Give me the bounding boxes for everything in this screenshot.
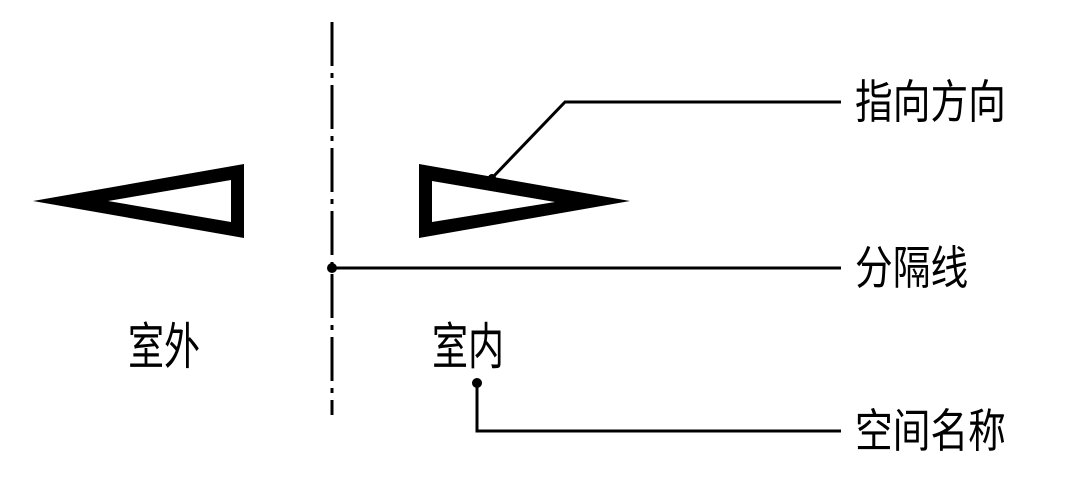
indoor-arrow-icon: [419, 164, 630, 238]
outdoor-arrow-icon: [33, 164, 244, 238]
callout-label-separator: 分隔线: [855, 241, 969, 295]
direction-leader: [488, 100, 841, 182]
callout-label-direction: 指向方向: [855, 75, 1006, 129]
outdoor-label: 室外: [128, 318, 200, 376]
indoor-label: 室内: [432, 318, 504, 376]
separator-leader: [327, 263, 841, 273]
space-name-leader: [472, 378, 841, 433]
callout-label-space-name: 空间名称: [855, 404, 1006, 458]
